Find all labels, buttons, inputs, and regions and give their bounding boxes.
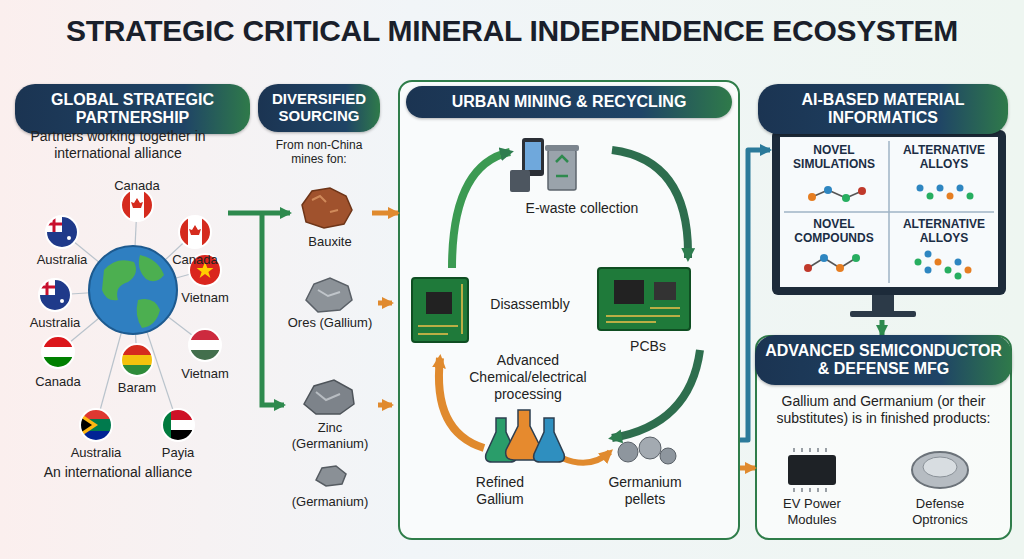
flow-arrow xyxy=(372,211,398,216)
country-name: Payia xyxy=(145,445,211,461)
diagram-title: STRATEGIC CRITICAL MINERAL INDEPENDENCE … xyxy=(0,14,1024,47)
country-name: Australia xyxy=(27,252,97,268)
country-name: Australia xyxy=(61,445,131,461)
country-name: Canada xyxy=(160,252,230,268)
section-header: AI-BASED MATERIAL INFORMATICS xyxy=(758,84,1008,134)
screen-cell: NOVEL SIMULATIONS xyxy=(782,144,886,172)
section-header: DIVERSIFIED SOURCING xyxy=(258,84,380,132)
step-label: Advanced Chemical/electrical processing xyxy=(458,352,598,402)
product-name: Defense Optronics xyxy=(890,496,990,527)
step-label: Refined Gallium xyxy=(455,474,545,508)
mineral-name: Ores (Gallium) xyxy=(287,315,373,331)
flow-arrow xyxy=(228,211,290,216)
step-label: Disassembly xyxy=(475,296,585,313)
mineral-name: Zinc (Germanium) xyxy=(287,420,373,451)
country-name: Vietnam xyxy=(172,290,238,306)
mineral-name: Bauxite xyxy=(285,234,375,250)
country-name: Canada xyxy=(102,178,172,194)
step-label: Germanium pellets xyxy=(595,474,695,508)
section-header: GLOBAL STRATEGIC PARTNERSHIP xyxy=(15,84,250,134)
section-note: Partners working together in internation… xyxy=(16,128,220,162)
mineral-name: (Germanium) xyxy=(285,494,375,510)
product-name: EV Power Modules xyxy=(762,496,862,527)
step-label: PCBs xyxy=(613,338,683,355)
flow-arrow xyxy=(740,150,770,440)
country-name: Baram xyxy=(104,380,170,396)
screen-cell: NOVEL COMPOUNDS xyxy=(782,218,886,246)
screen-cell: ALTERNATIVE ALLOYS xyxy=(892,144,996,172)
country-name: Vietnam xyxy=(172,366,238,382)
flow-arrow xyxy=(880,320,885,335)
flow-arrow xyxy=(740,466,755,471)
country-name: Canada xyxy=(25,374,91,390)
section-note: From non-China mines fon: xyxy=(260,138,378,167)
section-header: ADVANCED SEMICONDUCTOR & DEFENSE MFG xyxy=(755,335,1012,385)
section-note: An international alliance xyxy=(16,464,220,481)
step-label: E-waste collection xyxy=(512,200,652,217)
country-name: Australia xyxy=(20,315,90,331)
screen-cell: ALTERNATIVE ALLOYS xyxy=(892,218,996,246)
section-body: Gallium and Germanium (or their substitu… xyxy=(767,393,1000,427)
section-header: URBAN MINING & RECYCLING xyxy=(406,86,732,118)
